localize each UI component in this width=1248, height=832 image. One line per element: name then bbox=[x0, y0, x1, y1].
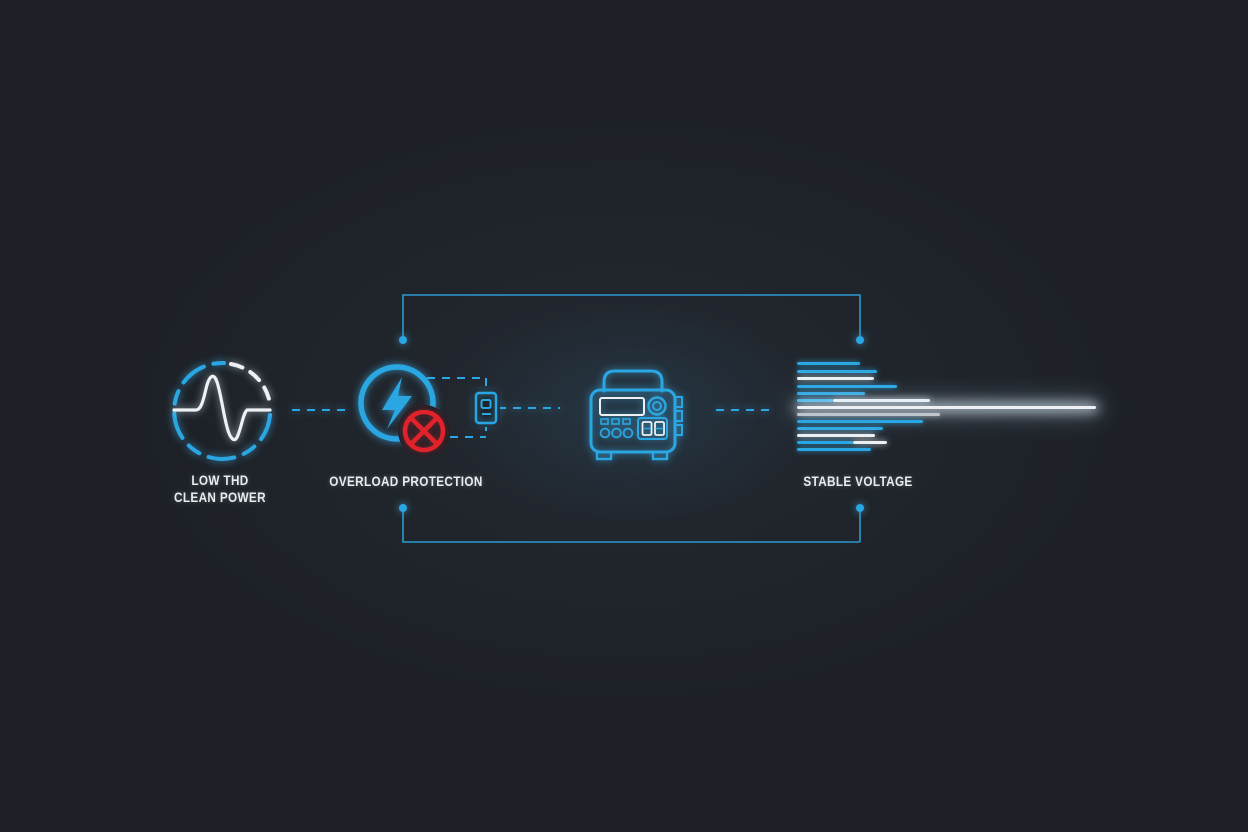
no-overload-crossed-circle-icon bbox=[398, 405, 450, 457]
breaker-switch-icon bbox=[472, 389, 500, 427]
voltage-line bbox=[797, 419, 923, 423]
voltage-line bbox=[833, 398, 930, 402]
lightning-bolt-icon bbox=[382, 377, 412, 429]
top-bracket-connector bbox=[399, 294, 864, 344]
station-display bbox=[599, 397, 645, 416]
voltage-line bbox=[797, 398, 833, 402]
voltage-line bbox=[797, 361, 860, 365]
label-overload-protection: OVERLOAD PROTECTION bbox=[329, 473, 483, 489]
label-low-thd-clean-power: LOW THD CLEAN POWER bbox=[174, 472, 266, 505]
connector-dot bbox=[399, 504, 407, 512]
voltage-line bbox=[797, 376, 874, 380]
label-stable-voltage: STABLE VOLTAGE bbox=[803, 473, 913, 489]
voltage-line bbox=[797, 433, 875, 437]
station-foot bbox=[651, 450, 669, 461]
voltage-line bbox=[797, 412, 940, 416]
connector-dot bbox=[856, 504, 864, 512]
voltage-line bbox=[797, 405, 1096, 409]
voltage-line bbox=[797, 440, 853, 444]
station-switches bbox=[637, 417, 668, 440]
voltage-line bbox=[797, 391, 865, 395]
voltage-line bbox=[797, 426, 883, 430]
bottom-bracket-connector bbox=[399, 504, 864, 543]
station-knob bbox=[647, 396, 667, 416]
voltage-line bbox=[797, 384, 897, 388]
portable-power-station-icon bbox=[589, 369, 683, 461]
sine-wave-dashed-circle-icon bbox=[172, 360, 272, 461]
voltage-line bbox=[797, 369, 877, 373]
connector-dot bbox=[399, 336, 407, 344]
station-foot bbox=[595, 450, 613, 461]
voltage-line bbox=[853, 440, 887, 444]
sine-wave bbox=[172, 374, 272, 442]
lightning-bolt-circle-icon bbox=[358, 364, 450, 457]
station-outlets bbox=[599, 418, 634, 439]
connector-dot bbox=[856, 336, 864, 344]
station-side-ports bbox=[674, 396, 683, 436]
voltage-line bbox=[797, 447, 871, 451]
